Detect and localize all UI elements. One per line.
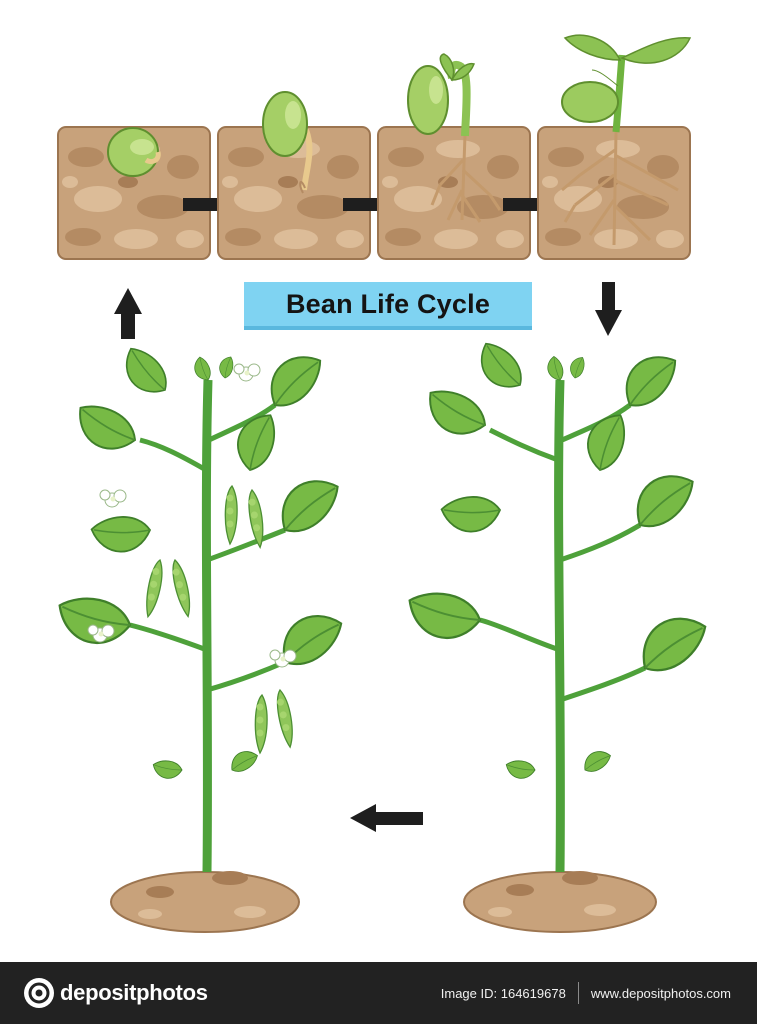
image-id: Image ID: 164619678 bbox=[440, 985, 566, 1001]
brand-name: depositphotos bbox=[60, 980, 208, 1005]
flowering-plant bbox=[49, 339, 352, 933]
stage-4-seedling bbox=[537, 34, 692, 260]
arrow-left bbox=[350, 804, 423, 832]
website-link[interactable]: www.depositphotos.com bbox=[590, 985, 731, 1001]
bean-life-cycle-diagram bbox=[49, 34, 717, 933]
diagram-title: Bean Life Cycle bbox=[285, 288, 491, 319]
arrow-up bbox=[114, 288, 142, 339]
brand[interactable]: depositphotos bbox=[24, 978, 208, 1008]
arrow-down bbox=[595, 282, 622, 336]
stage-3-sprout bbox=[377, 53, 531, 260]
stage-1-seed bbox=[57, 126, 211, 260]
mature-plant bbox=[399, 334, 717, 933]
footer-bar: depositphotos Image ID: 164619678 www.de… bbox=[0, 962, 757, 1024]
footer-separator bbox=[577, 982, 579, 1004]
camera-icon bbox=[24, 978, 54, 1008]
diagram-title-box: Bean Life Cycle bbox=[244, 282, 532, 330]
footer-info: Image ID: 164619678 www.depositphotos.co… bbox=[441, 982, 731, 1004]
bean-seed bbox=[107, 127, 161, 177]
stage-2-germination bbox=[217, 91, 371, 260]
